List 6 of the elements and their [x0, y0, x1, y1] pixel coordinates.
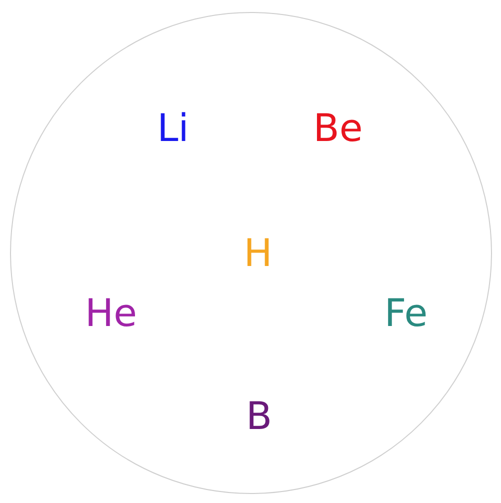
element-symbol: B	[246, 397, 272, 435]
element-symbol: Li	[157, 109, 189, 147]
element-symbol: H	[244, 234, 272, 272]
element-symbol: He	[85, 294, 137, 332]
element-symbol: Be	[313, 109, 363, 147]
element-symbol: Fe	[384, 294, 428, 332]
